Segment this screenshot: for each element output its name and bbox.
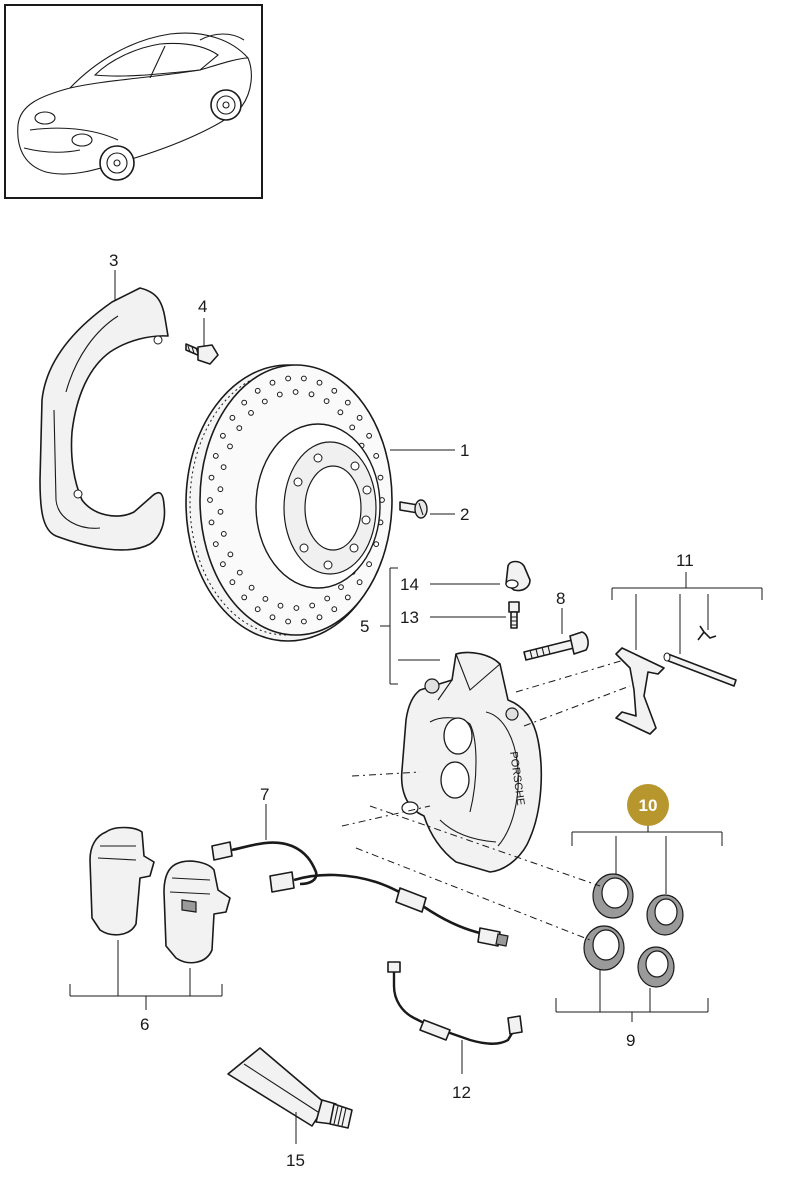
callout-11: 11 xyxy=(676,551,694,570)
drill-hole xyxy=(227,551,234,558)
piston-seal-small-2[interactable] xyxy=(637,946,675,988)
drill-hole xyxy=(349,424,356,431)
callout-4: 4 xyxy=(198,297,207,316)
pad-retaining-spring[interactable] xyxy=(615,647,665,735)
drill-hole xyxy=(292,389,299,395)
drill-hole xyxy=(308,391,315,398)
drill-hole xyxy=(337,409,344,416)
retaining-pin[interactable] xyxy=(663,652,737,687)
drill-hole xyxy=(344,399,351,406)
drill-hole xyxy=(344,594,351,601)
brake-pad-rear[interactable] xyxy=(163,860,231,964)
drill-hole xyxy=(373,541,380,547)
drill-hole xyxy=(309,602,316,609)
drill-hole xyxy=(366,432,373,439)
callout-10-badge xyxy=(627,784,669,826)
drill-hole xyxy=(331,606,338,613)
drill-hole xyxy=(285,375,292,382)
drill-hole xyxy=(261,398,268,405)
callout-13: 13 xyxy=(400,608,419,627)
drill-hole xyxy=(248,410,254,416)
drill-hole xyxy=(220,531,227,537)
drill-hole xyxy=(217,486,224,493)
drill-hole xyxy=(254,387,261,394)
drill-hole xyxy=(377,474,384,481)
disc-screw[interactable] xyxy=(399,499,428,519)
drill-hole xyxy=(241,594,248,601)
drill-hole xyxy=(236,425,243,432)
caliper-bolt[interactable] xyxy=(523,631,589,661)
drill-hole xyxy=(324,595,331,602)
drill-hole xyxy=(323,398,330,405)
drill-hole xyxy=(217,508,224,515)
drill-hole xyxy=(316,614,323,621)
drill-hole xyxy=(220,464,227,471)
callout-10: 10 xyxy=(639,796,658,815)
drill-hole xyxy=(208,474,215,481)
drill-hole xyxy=(220,561,226,568)
callout-9: 9 xyxy=(626,1031,635,1050)
vehicle-thumbnail[interactable] xyxy=(4,4,263,199)
piston-seal-small-1[interactable] xyxy=(646,894,684,936)
car-coupe-icon xyxy=(17,32,252,181)
drill-hole xyxy=(366,561,373,568)
callout-8: 8 xyxy=(556,589,565,608)
drill-hole xyxy=(316,379,323,386)
bleed-valve[interactable] xyxy=(508,601,520,629)
drill-hole xyxy=(254,606,261,613)
assembly-lines xyxy=(341,659,631,941)
callout-3: 3 xyxy=(109,251,118,270)
drill-hole xyxy=(236,569,243,576)
drill-hole xyxy=(356,414,363,421)
callout-12: 12 xyxy=(452,1083,471,1102)
drill-hole xyxy=(285,618,292,625)
drill-hole xyxy=(229,414,236,421)
drill-hole xyxy=(276,391,283,398)
drill-hole xyxy=(241,399,248,406)
drill-hole xyxy=(269,614,276,621)
piston-seal-large-1[interactable] xyxy=(592,873,634,919)
callout-numbers: 1 2 3 4 5 6 7 8 9 11 12 13 14 15 xyxy=(109,251,694,1170)
wear-sensor[interactable] xyxy=(211,841,509,947)
drill-hole xyxy=(373,453,380,459)
drill-hole xyxy=(208,519,215,526)
drill-hole xyxy=(220,432,226,439)
drill-hole xyxy=(301,375,307,382)
drill-hole xyxy=(331,387,338,394)
drill-hole xyxy=(262,596,269,602)
drill-hole xyxy=(229,579,236,586)
callout-6: 6 xyxy=(140,1015,149,1034)
drill-hole xyxy=(293,605,300,611)
drill-hole xyxy=(207,497,213,503)
shield-bolt[interactable] xyxy=(185,343,219,365)
brake-disc[interactable] xyxy=(185,364,393,642)
callout-1: 1 xyxy=(460,441,469,460)
drill-hole xyxy=(277,602,284,609)
drill-hole xyxy=(338,584,344,590)
brake-line[interactable] xyxy=(387,961,523,1045)
callout-5: 5 xyxy=(360,617,369,636)
callout-15: 15 xyxy=(286,1151,305,1170)
paste-tube[interactable] xyxy=(227,1047,353,1129)
drill-hole xyxy=(212,453,219,459)
retaining-clip[interactable] xyxy=(697,625,717,641)
brake-caliper[interactable]: PORSCHE xyxy=(400,651,543,873)
leader-lines xyxy=(69,270,763,1144)
drill-hole xyxy=(301,618,307,625)
callout-14: 14 xyxy=(400,575,419,594)
callout-10-highlight[interactable]: 10 xyxy=(627,784,669,826)
drill-hole xyxy=(356,579,363,586)
callout-7: 7 xyxy=(260,785,269,804)
callout-2: 2 xyxy=(460,505,469,524)
piston-seal-large-2[interactable] xyxy=(583,925,625,971)
brake-shield[interactable] xyxy=(39,287,169,551)
drill-hole xyxy=(227,443,233,450)
bleed-cap[interactable] xyxy=(505,560,531,592)
drill-hole xyxy=(269,379,276,386)
brake-pad-front[interactable] xyxy=(89,826,155,936)
drill-hole xyxy=(212,541,219,547)
drill-hole xyxy=(248,584,255,591)
